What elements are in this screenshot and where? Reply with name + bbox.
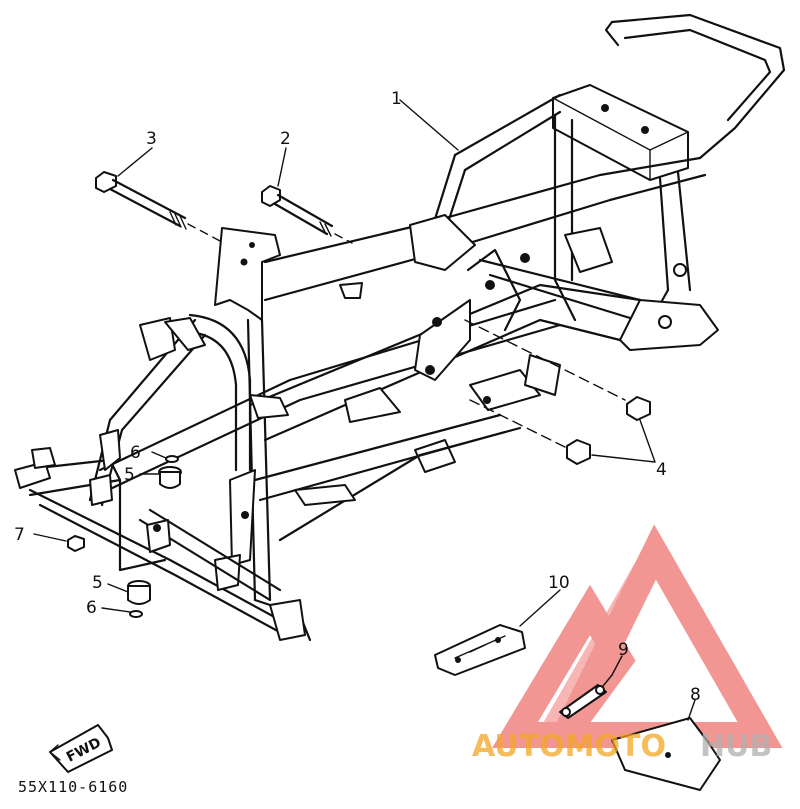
guard-plate-8 [611, 717, 721, 791]
callout-5-lower: 5 [92, 573, 103, 593]
callout-8: 8 [690, 685, 701, 705]
callout-3: 3 [146, 129, 157, 149]
callout-6-upper: 6 [130, 443, 141, 463]
callout-2: 2 [280, 129, 291, 149]
watermark-part1: AUTOMOTO [472, 729, 666, 764]
nut-4-upper [626, 396, 651, 421]
callout-4: 4 [656, 460, 667, 480]
callout-6-lower: 6 [86, 598, 97, 618]
callout-1: 1 [391, 89, 402, 109]
watermark-text: AUTOMOTO HUB [472, 729, 772, 764]
watermark-part2: HUB [700, 729, 772, 764]
bushing-5-lower [127, 580, 151, 605]
main-frame [14, 13, 786, 642]
nut-7 [67, 535, 85, 552]
mount-block [146, 519, 171, 553]
fwd-arrow: FWD [49, 724, 113, 773]
callout-leaders [33, 99, 696, 721]
callout-9: 9 [618, 640, 629, 660]
callout-5-upper: 5 [124, 465, 135, 485]
collar-6-upper [165, 455, 179, 463]
callout-7: 7 [14, 525, 25, 545]
bolt-2 [261, 185, 334, 237]
skid-plate-10 [434, 624, 526, 676]
diagram-code: 55X110-6160 [18, 778, 128, 796]
nut-4-lower [566, 439, 591, 465]
bushing-5-upper [158, 466, 182, 489]
bracket-9 [559, 674, 613, 719]
bolt-3 [95, 171, 187, 230]
callout-10: 10 [548, 573, 570, 593]
collar-6-lower [129, 610, 143, 618]
